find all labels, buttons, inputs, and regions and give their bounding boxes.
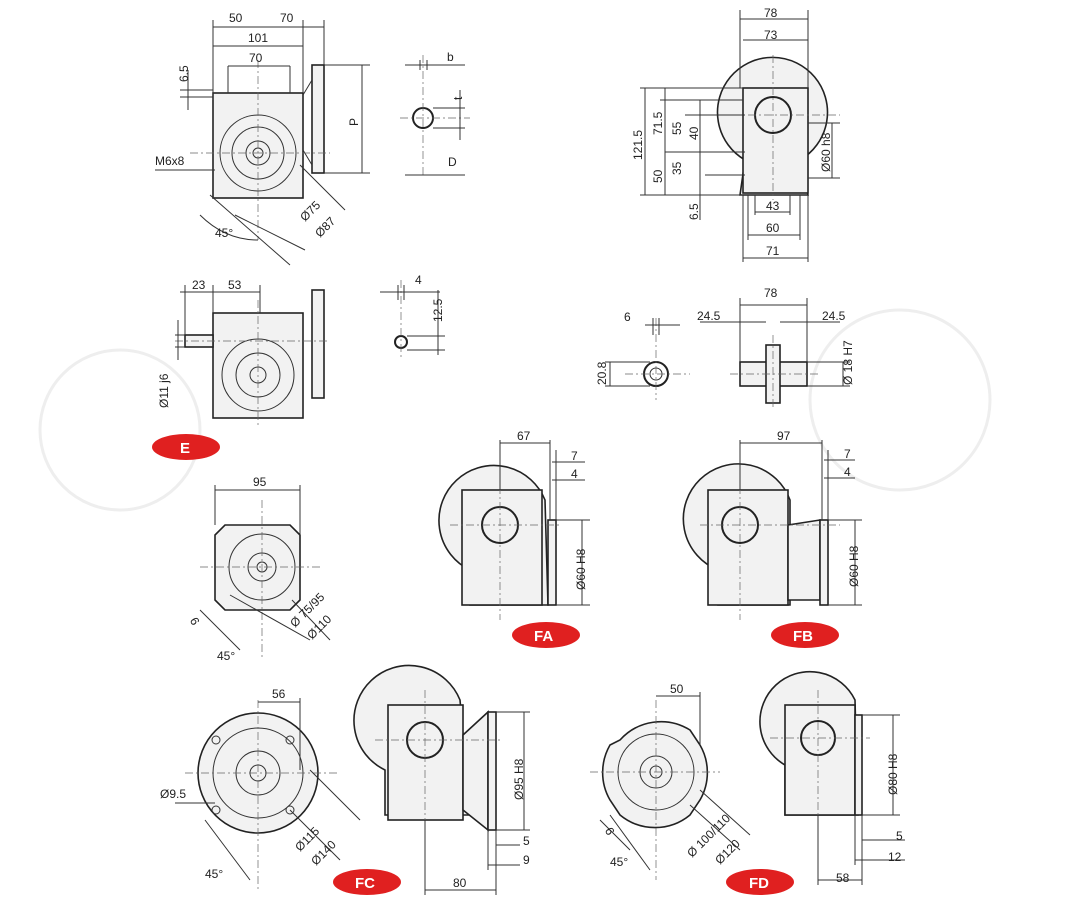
badge-fc: FC: [333, 869, 401, 895]
dim-label: Ø60 H8: [847, 545, 861, 587]
dim-label: D: [448, 155, 457, 169]
dim-label: 9: [523, 853, 530, 867]
dim-label: 23: [192, 278, 206, 292]
dim-label: 43: [766, 199, 780, 213]
dim-label: t: [451, 96, 465, 100]
view-front-output: 78 73 121.5 71.5 55 40 50 35 6.5 Ø60 h8 …: [631, 6, 840, 262]
dim-label: 121.5: [631, 130, 645, 160]
dim-label: 60: [766, 221, 780, 235]
dim-label: P: [347, 118, 361, 126]
dim-label: 5: [896, 829, 903, 843]
dim-label: 71: [766, 244, 780, 258]
view-hollow-shaft: 6 20.8 78 24.5 24.5 Ø 18 H7: [595, 286, 855, 410]
dim-label: Ø95 H8: [512, 758, 526, 800]
dim-label: Ø9.5: [160, 787, 186, 801]
dim-label: 20.8: [595, 361, 609, 385]
dim-label: 56: [272, 687, 286, 701]
view-fd-face: 50 9 Ø 100/110 Ø120 45°: [590, 682, 751, 880]
dim-label: 9: [187, 614, 203, 627]
view-fc-side: Ø95 H8 5 9 80: [353, 664, 530, 895]
dim-label: 4: [844, 465, 851, 479]
dim-label: 55: [670, 121, 684, 135]
dim-label: Ø60 H8: [574, 548, 588, 590]
dim-label: 45°: [205, 867, 223, 881]
dim-label: Ø87: [312, 214, 338, 240]
dim-label: 78: [764, 6, 778, 20]
dim-label: 5: [523, 834, 530, 848]
dim-label: 24.5: [697, 309, 721, 323]
dim-label: 24.5: [822, 309, 846, 323]
dim-label: 45°: [610, 855, 628, 869]
watermark: [38, 308, 992, 512]
view-input-shaft: 23 53 Ø11 j6: [157, 278, 330, 425]
dim-label: 67: [517, 429, 531, 443]
dim-label: Ø120: [712, 836, 743, 867]
view-fa: 67 7 4 Ø60 H8: [438, 429, 590, 620]
svg-text:FD: FD: [749, 875, 769, 892]
dim-label: 58: [836, 871, 850, 885]
view-flange-fa-fb: 95 Ø 75/95 Ø110 9 45°: [187, 475, 335, 663]
dim-label: b: [447, 50, 454, 64]
svg-text:E: E: [180, 440, 190, 457]
view-fd-side: Ø80 H8 5 12 58: [759, 670, 905, 885]
dim-label: 45°: [217, 649, 235, 663]
svg-text:FA: FA: [534, 628, 553, 645]
svg-text:FB: FB: [793, 628, 813, 645]
dim-label: 35: [670, 161, 684, 175]
dim-label: 78: [764, 286, 778, 300]
dim-label: 6.5: [177, 65, 191, 82]
dim-label: 80: [453, 876, 467, 890]
dim-label: Ø 18 H7: [841, 340, 855, 385]
dim-label: 45°: [215, 226, 233, 240]
dim-label: 40: [687, 126, 701, 140]
dim-label: 4: [415, 273, 422, 287]
dim-label: 12.5: [431, 298, 445, 322]
dim-label: 50: [651, 169, 665, 183]
dim-label: 70: [280, 11, 294, 25]
dim-label: 95: [253, 475, 267, 489]
dim-label: 97: [777, 429, 791, 443]
dim-label: Ø11 j6: [157, 373, 171, 408]
badge-fa: FA: [512, 622, 580, 648]
badge-fd: FD: [726, 869, 794, 895]
view-key-section: b t D: [400, 50, 470, 178]
view-fb: 97 7 4 Ø60 H8: [682, 429, 862, 620]
dim-label: 71.5: [651, 111, 665, 135]
dim-label: 12: [888, 850, 902, 864]
dim-label: 70: [249, 51, 263, 65]
view-fc-face: 56 Ø9.5 Ø115 Ø140 45°: [160, 687, 361, 890]
dim-label: 4: [571, 467, 578, 481]
view-input-key: 4 12.5: [380, 273, 445, 360]
dim-label: 53: [228, 278, 242, 292]
dim-label: 7: [571, 449, 578, 463]
dim-label: 50: [229, 11, 243, 25]
dim-label: Ø60 h8: [819, 132, 833, 172]
view-side-output: 50 70 101 70 6.5 P M6x8 45° Ø75 Ø87: [155, 11, 370, 266]
dim-label: 6: [624, 310, 631, 324]
dim-label: 6.5: [687, 203, 701, 220]
dim-label: 7: [844, 447, 851, 461]
badge-fb: FB: [771, 622, 839, 648]
svg-text:FC: FC: [355, 875, 375, 892]
dim-label: Ø75: [297, 198, 323, 224]
dim-label: 50: [670, 682, 684, 696]
dim-label: M6x8: [155, 154, 185, 168]
dim-label: 73: [764, 28, 778, 42]
badge-e: E: [152, 434, 220, 460]
dim-label: 101: [248, 31, 268, 45]
dim-label: Ø80 H8: [886, 753, 900, 795]
